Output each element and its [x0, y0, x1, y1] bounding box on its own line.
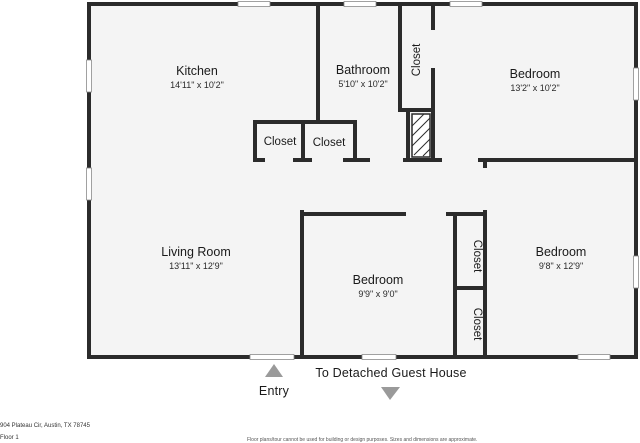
footer-disclaimer: Floor plans/tour cannot be used for buil… — [247, 437, 478, 443]
closet-label-top: Closet — [411, 43, 423, 76]
closet-label-mid: Closet — [471, 240, 483, 273]
room-name-kitchen: Kitchen — [176, 64, 218, 78]
entry-door — [249, 354, 295, 360]
walls — [87, 2, 638, 359]
room-dims-bedroom-ne: 13'2" x 10'2" — [510, 83, 559, 93]
floor-area — [89, 4, 636, 357]
room-name-bedroom-se: Bedroom — [536, 245, 587, 259]
guest-house-label: To Detached Guest House — [315, 366, 466, 380]
room-name-bathroom: Bathroom — [336, 63, 390, 77]
windows — [86, 1, 639, 360]
room-dims-living-room: 13'11" x 12'9" — [169, 261, 223, 271]
footer-address: 904 Plateau Cir, Austin, TX 78745 — [0, 423, 90, 429]
room-dims-bedroom-se: 9'8" x 12'9" — [539, 261, 583, 271]
room-name-bedroom-ne: Bedroom — [510, 67, 561, 81]
entry-label: Entry — [259, 384, 290, 398]
closet-label-kitchen-right: Closet — [313, 137, 346, 149]
room-name-bedroom-center: Bedroom — [353, 273, 404, 287]
closet-label-kitchen-left: Closet — [264, 136, 297, 148]
room-dims-kitchen: 14'11" x 10'2" — [170, 80, 224, 90]
room-dims-bathroom: 5'10" x 10'2" — [338, 79, 387, 89]
chimney-hatch — [411, 113, 431, 157]
room-dims-bedroom-center: 9'9" x 9'0" — [358, 289, 397, 299]
entry-arrow-icon — [265, 364, 283, 377]
footer-floor: Floor 1 — [0, 435, 19, 441]
closet-label-bottom: Closet — [471, 308, 483, 341]
guest-house-arrow-icon — [381, 387, 400, 400]
room-name-living-room: Living Room — [161, 245, 230, 259]
